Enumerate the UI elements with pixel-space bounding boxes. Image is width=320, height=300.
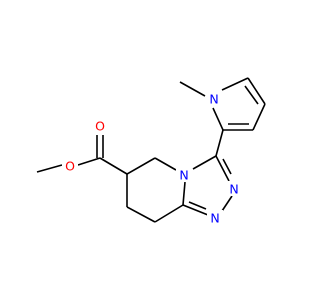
bond-c3-pyrrole-c2 xyxy=(215,129,224,157)
atom-label-layer: O O N N N N xyxy=(62,91,242,226)
bond-pyrrole-c5-c4-b xyxy=(244,85,259,105)
bond-layer xyxy=(36,77,266,223)
bond-c3-n2-a xyxy=(215,155,230,182)
bond-pyrrole-c2-n1 xyxy=(212,107,224,131)
atom-label-o-carbonyl: O xyxy=(95,119,105,134)
bond-pyrrole-c5-c4-a xyxy=(247,77,266,105)
atom-label-n-triazole-a: N xyxy=(229,182,238,197)
bond-c3-n2-b xyxy=(222,158,232,175)
bond-c8a-c8 xyxy=(154,204,184,223)
bond-c5-n4 xyxy=(154,157,177,171)
bond-pyrrole-c4-c3 xyxy=(252,103,266,131)
bond-carbonyl-c-c6 xyxy=(99,157,128,175)
atom-label-n-pyrrole: N xyxy=(209,92,218,107)
bond-c6-c5 xyxy=(126,157,156,175)
bond-c8-c7 xyxy=(126,206,156,223)
atom-label-o-ester: O xyxy=(65,159,75,174)
bond-pyrrole-n-methyl xyxy=(179,81,206,97)
bond-o-carbonyl-c xyxy=(77,157,101,166)
bond-pyrrole-n1-c5 xyxy=(221,77,249,91)
bond-n1-c8a-b xyxy=(188,201,207,210)
atom-label-n-triazole-b: N xyxy=(210,211,219,226)
bond-n1-c8a-a xyxy=(182,204,209,216)
bond-n4-c8a xyxy=(182,181,186,206)
bond-n4-c3 xyxy=(192,155,217,170)
bond-n2-n1 xyxy=(221,195,233,212)
bond-methyl-o xyxy=(36,164,63,173)
molecule-structure: O O N N N N xyxy=(36,77,266,226)
atom-label-n-ring: N xyxy=(179,168,188,183)
